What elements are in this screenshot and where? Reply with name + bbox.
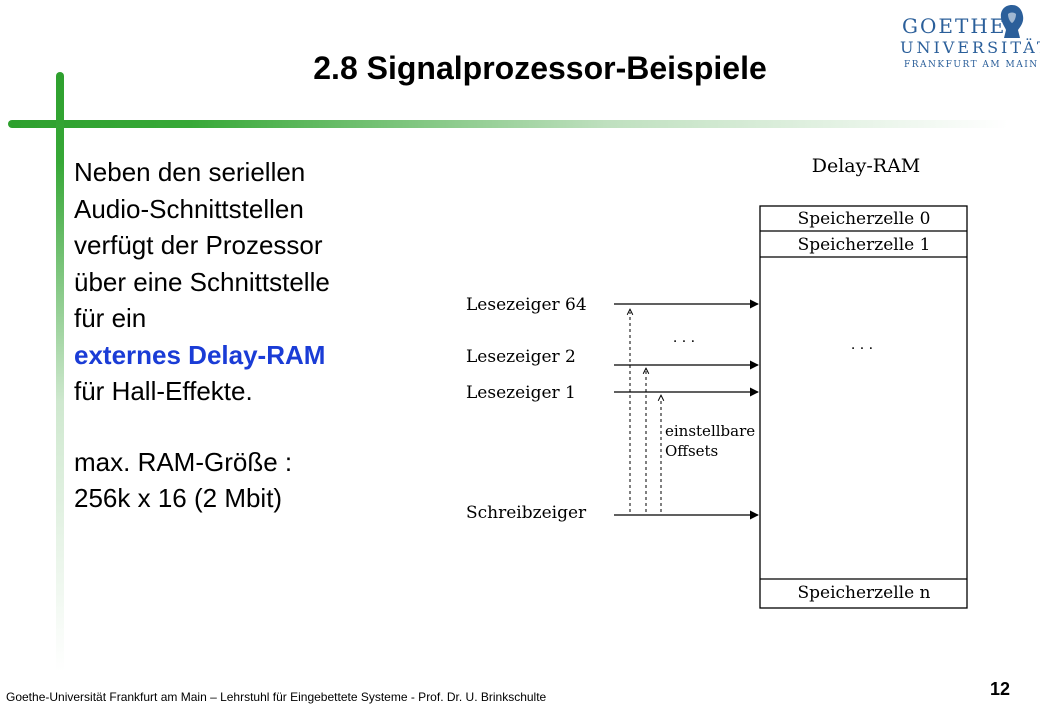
cell-ellipsis: . . . (851, 337, 873, 353)
body-line: verfügt der Prozessor (74, 230, 323, 260)
decorative-green-bar-vertical (56, 72, 64, 672)
body-highlight: externes Delay-RAM (74, 339, 326, 370)
logo-line-frankfurt: FRANKFURT AM MAIN (904, 60, 1039, 70)
offset-label-line1: einstellbare (665, 422, 755, 440)
delay-ram-title: Delay-RAM (812, 155, 921, 177)
footer-text: Goethe-Universität Frankfurt am Main – L… (6, 690, 547, 704)
ram-size-value: 256k x 16 (2 Mbit) (74, 483, 283, 513)
cell-label-0: Speicherzelle 0 (798, 209, 931, 229)
cell-label-n: Speicherzelle n (798, 583, 931, 603)
body-line: über eine Schnittstelle (74, 266, 330, 297)
logo-line-universitaet: UNIVERSITÄT (900, 38, 1040, 57)
pointer-ellipsis: . . . (673, 330, 695, 346)
logo-line-goethe: GOETHE (902, 14, 1007, 38)
page-number: 12 (989, 679, 1011, 699)
decorative-green-bar-horizontal (8, 120, 1008, 128)
body-text: Neben den seriellen Audio-Schnittstellen… (74, 154, 330, 517)
body-line: Neben den seriellen (74, 157, 306, 187)
goethe-portrait-icon (1000, 5, 1024, 38)
body-line: für ein (74, 303, 147, 333)
pointer-label-read2: Lesezeiger 2 (466, 347, 576, 367)
body-line: für Hall-Effekte. (74, 376, 253, 406)
pointer-label-write: Schreibzeiger (466, 503, 587, 523)
cell-label-1: Speicherzelle 1 (798, 235, 931, 255)
body-line: Audio-Schnittstellen (74, 193, 304, 224)
pointer-label-read1: Lesezeiger 1 (466, 383, 576, 403)
ram-box (759, 205, 968, 609)
ram-size-label: max. RAM-Größe : (74, 446, 293, 477)
slide-title: 2.8 Signalprozessor-Beispiele (313, 50, 767, 86)
university-logo: GOETHE UNIVERSITÄT FRANKFURT AM MAIN (890, 0, 1040, 75)
offset-label-line2: Offsets (665, 442, 718, 460)
pointer-label-read64: Lesezeiger 64 (466, 295, 587, 315)
